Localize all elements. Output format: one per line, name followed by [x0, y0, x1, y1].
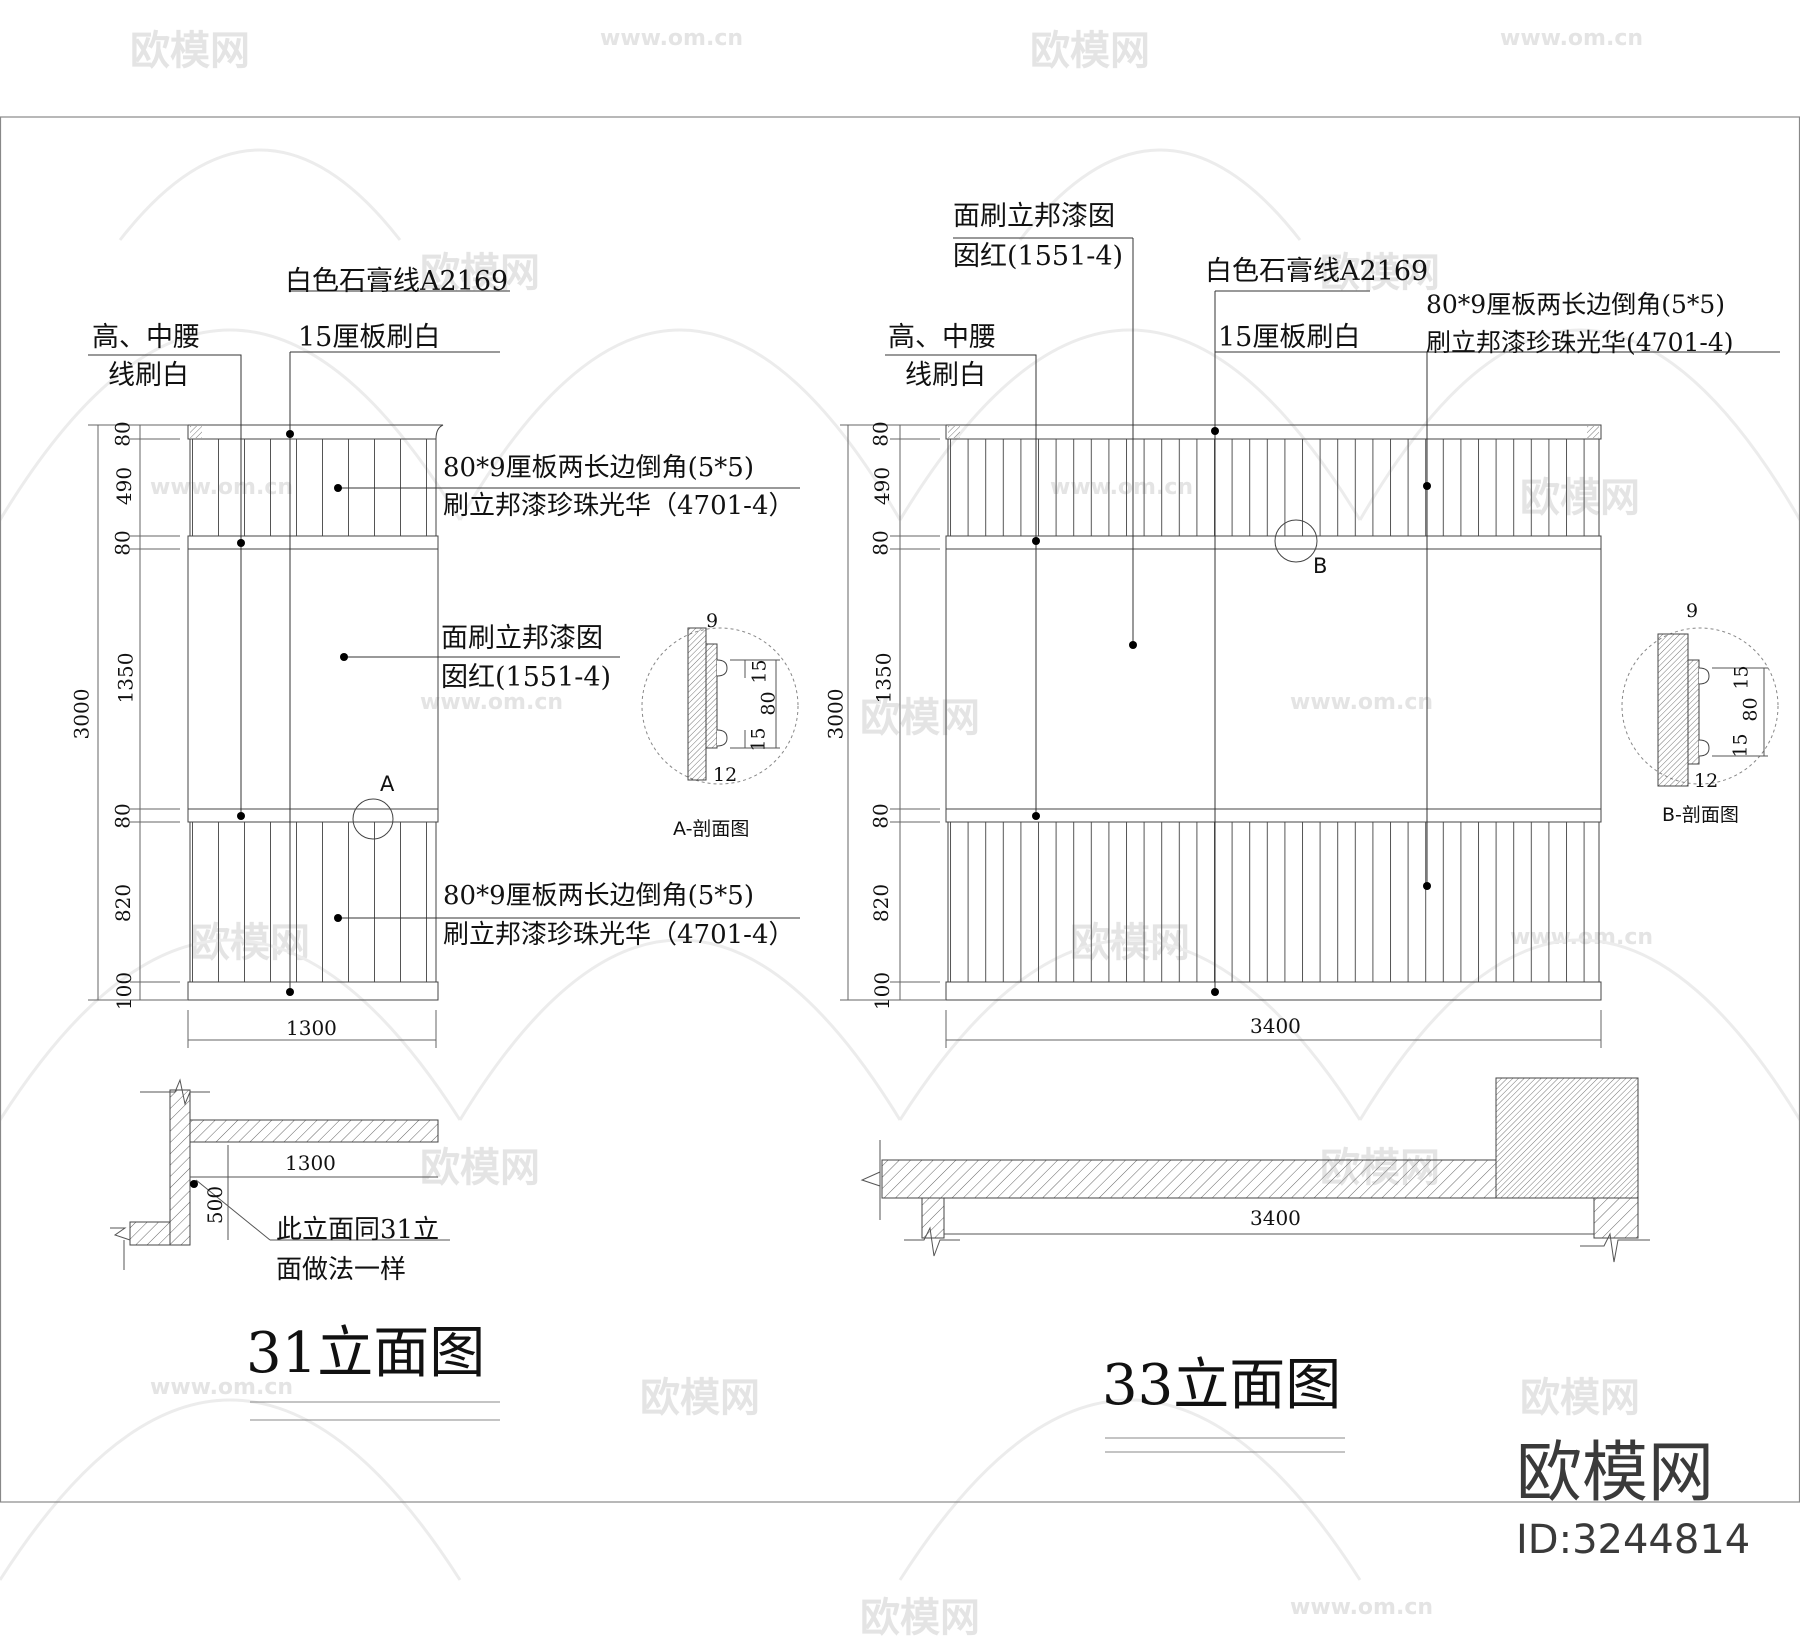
callout-33-upper-slats-2: 刷立邦漆珍珠光华(4701-4)	[1426, 328, 1734, 357]
dim-33-upper-band: 490	[870, 466, 895, 506]
section-a-dim-upper: 15	[748, 659, 771, 684]
dim-31-width: 1300	[286, 1016, 337, 1040]
dim-31-base: 100	[112, 971, 137, 1011]
watermark-url: www.om.cn	[1500, 26, 1644, 51]
callout-waist-line-1: 高、中腰	[92, 322, 200, 353]
section-b-dim-lower: 15	[1729, 733, 1752, 758]
section-a-drawing	[641, 627, 799, 785]
dim-33-middle: 1350	[871, 652, 896, 704]
watermark-logo: 欧模网	[1030, 28, 1150, 74]
section-b-drawing	[1621, 627, 1779, 787]
plan-31-note-2: 面做法一样	[276, 1255, 407, 1285]
watermark-url: www.om.cn	[1290, 690, 1434, 715]
dim-31-lower-band: 820	[111, 883, 136, 923]
callout-lower-slats-2: 刷立邦漆珍珠光华（4701-4）	[443, 920, 795, 950]
watermark-logo: 欧模网	[420, 1145, 540, 1191]
section-a-title: A-剖面图	[673, 818, 750, 840]
dim-33-cornice: 80	[868, 421, 893, 447]
plan-33-width: 3400	[1250, 1206, 1301, 1230]
callout-plaster-line: 白色石膏线A2169	[285, 266, 509, 297]
section-a-dim-height: 80	[757, 691, 780, 716]
dim-33-lower-belt: 80	[868, 803, 893, 829]
callout-middle-paint-1: 面刷立邦漆囡	[441, 623, 603, 654]
watermark-logo: 欧模网	[420, 250, 540, 296]
callout-33-board-white: 15厘板刷白	[1218, 322, 1361, 353]
callout-33-plaster-line: 白色石膏线A2169	[1205, 256, 1429, 287]
elevation-31-drawing	[88, 290, 800, 1048]
watermark-logo: 欧模网	[1320, 250, 1440, 296]
elevation-31-title: 31立面图	[246, 1321, 486, 1386]
dim-33-width: 3400	[1250, 1014, 1301, 1038]
section-a-dim-top: 9	[706, 610, 719, 632]
brand-logo-text: 欧模网	[1516, 1434, 1714, 1511]
callout-upper-slats-1: 80*9厘板两长边倒角(5*5)	[443, 453, 754, 483]
dim-31-cornice: 80	[110, 421, 135, 447]
callout-33-upper-slats-1: 80*9厘板两长边倒角(5*5)	[1426, 290, 1726, 319]
elevation-33-title: 33立面图	[1102, 1353, 1342, 1418]
watermark-url: www.om.cn	[150, 1375, 294, 1400]
callout-middle-paint-2: 囡红(1551-4)	[441, 662, 612, 693]
brand-id-label: ID:3244814	[1516, 1517, 1751, 1563]
watermark-logo: 欧模网	[1520, 1375, 1640, 1421]
dim-31-middle: 1350	[113, 652, 138, 704]
plan-31-depth: 500	[203, 1185, 228, 1225]
watermark-url: www.om.cn	[1290, 1595, 1434, 1620]
dim-33-lower-band: 820	[869, 883, 894, 923]
watermark-logo: 欧模网	[860, 695, 980, 741]
callout-upper-slats-2: 刷立邦漆珍珠光华（4701-4）	[443, 491, 795, 521]
callout-board-white: 15厘板刷白	[298, 322, 441, 353]
plan-31-drawing	[110, 1078, 500, 1421]
dim-31-lower-belt: 80	[110, 803, 135, 829]
section-b-dim-upper: 15	[1730, 665, 1753, 690]
section-a-dim-lower: 15	[747, 727, 770, 752]
section-b-dim-bottom: 12	[1694, 770, 1719, 792]
section-marker-a: A	[380, 772, 395, 796]
watermark-url: www.om.cn	[420, 690, 564, 715]
plan-31-note-1: 此立面同31立	[276, 1215, 440, 1245]
watermark-logo: 欧模网	[640, 1375, 760, 1421]
section-b-dim-top: 9	[1686, 600, 1699, 622]
callout-33-waist-line-1: 高、中腰	[888, 322, 996, 353]
watermark-url: www.om.cn	[600, 26, 744, 51]
plan-33-drawing	[860, 1077, 1650, 1453]
callout-lower-slats-1: 80*9厘板两长边倒角(5*5)	[443, 881, 754, 911]
dim-33-base: 100	[870, 971, 895, 1011]
callout-33-middle-paint-1: 面刷立邦漆囡	[953, 201, 1115, 232]
dim-31-total-height: 3000	[69, 688, 94, 740]
section-marker-b: B	[1313, 554, 1328, 578]
section-a-dim-bottom: 12	[713, 764, 738, 786]
dim-31-upper-band: 490	[112, 466, 137, 506]
callout-33-middle-paint-2: 囡红(1551-4)	[953, 241, 1124, 272]
callout-waist-line-2: 线刷白	[108, 360, 189, 391]
elevation-33-drawing	[840, 237, 1780, 1048]
watermark-logo: 欧模网	[130, 28, 250, 74]
callout-33-waist-line-2: 线刷白	[905, 360, 986, 391]
plan-31-width: 1300	[285, 1151, 336, 1175]
dim-33-upper-belt: 80	[868, 530, 893, 556]
section-b-title: B-剖面图	[1662, 804, 1739, 826]
dim-31-upper-belt: 80	[110, 530, 135, 556]
section-b-dim-height: 80	[1739, 697, 1762, 722]
dim-33-total-height: 3000	[823, 688, 848, 740]
